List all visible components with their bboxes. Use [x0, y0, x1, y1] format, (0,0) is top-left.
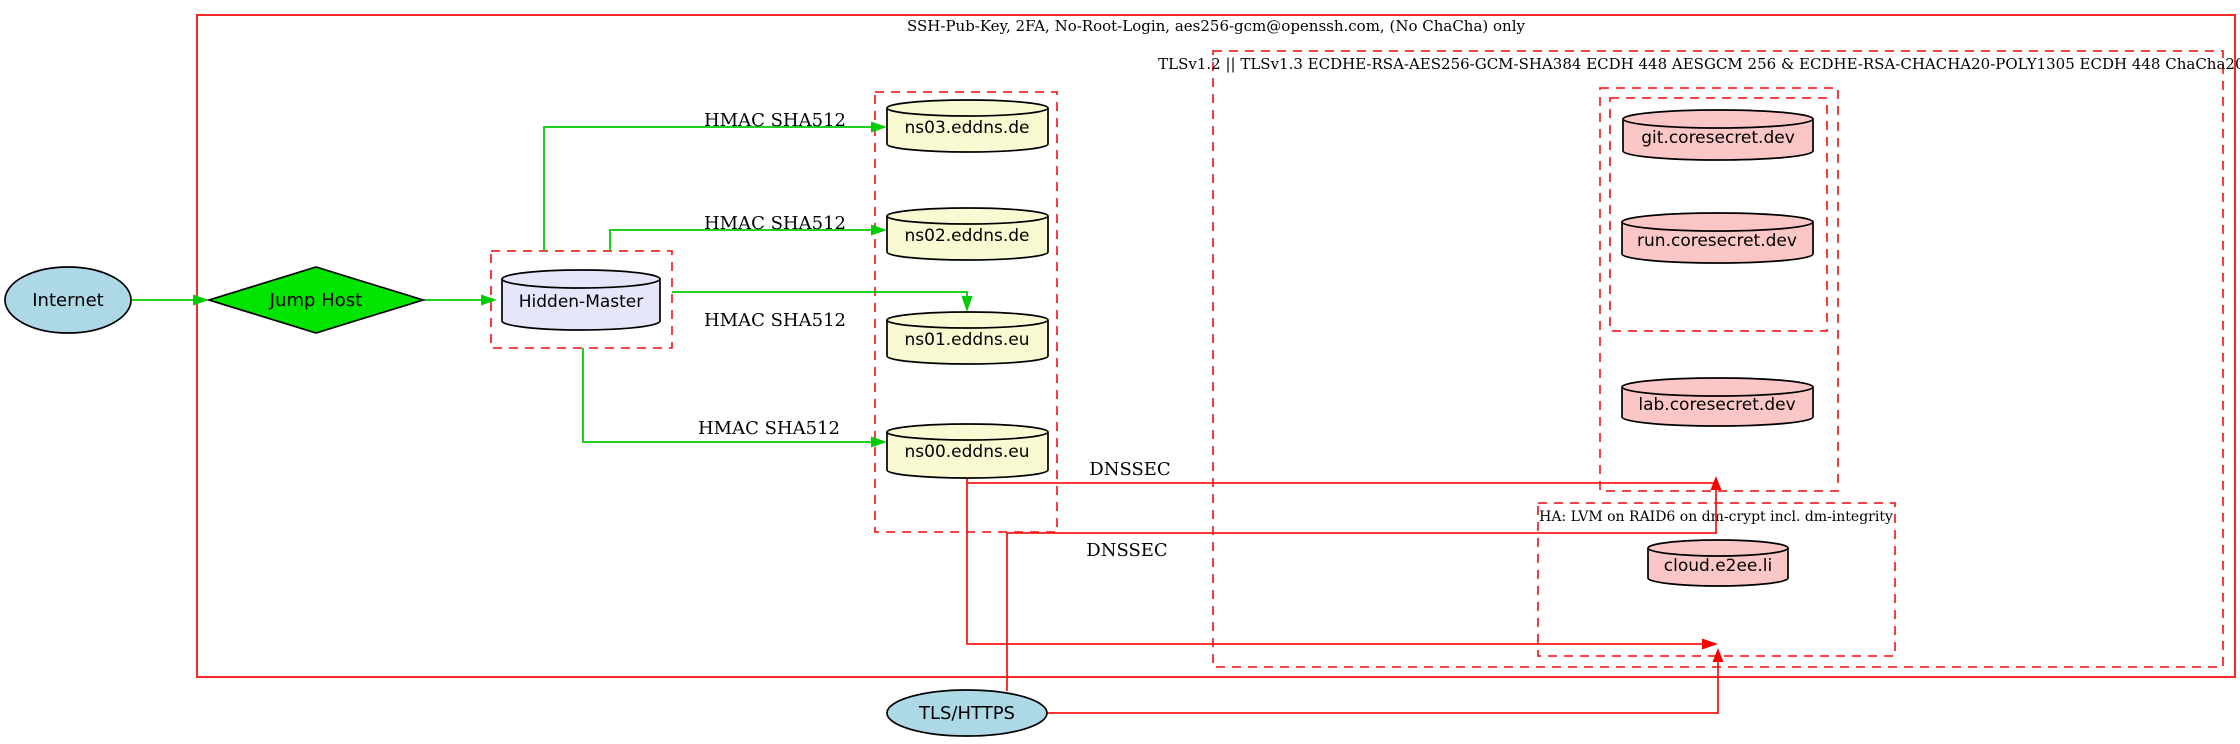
ns02-node-cylinder [886, 207, 1049, 261]
edge-label-dnssec-1: DNSSEC [1089, 459, 1170, 480]
jump-host-node-label: Jump Host [269, 290, 362, 311]
tls-https-node-ellipse [886, 689, 1048, 737]
edge-label-hmac-4: HMAC SHA512 [698, 418, 840, 439]
ns02-node-label: ns02.eddns.de [905, 226, 1030, 246]
git-node-cylinder [1622, 109, 1814, 161]
ns01-cylinder-rim [886, 319, 1049, 329]
hidden-master-node-cylinder [501, 269, 661, 331]
arrowhead-internet-to-jumphost [193, 294, 209, 306]
ssh-cluster-box [196, 14, 2236, 678]
ns02-cylinder-rim [886, 215, 1049, 225]
arrowhead-ns00-to-ha [1702, 638, 1718, 650]
ns03-node-label: ns03.eddns.de [905, 118, 1030, 138]
ns03-node-cylinder [886, 99, 1049, 153]
edge-label-hmac-3: HMAC SHA512 [704, 310, 846, 331]
ssh-cluster-label: SSH-Pub-Key, 2FA, No-Root-Login, aes256-… [907, 17, 1526, 35]
jump-host-node-diamond [206, 266, 426, 334]
hidden-master-cylinder-rim [501, 278, 661, 289]
run-node-cylinder [1621, 212, 1814, 264]
ns00-cylinder-rim [886, 431, 1049, 441]
arrowhead-hiddenmaster-to-ns01 [961, 296, 973, 312]
ns01-node-cylinder [886, 311, 1049, 365]
ns00-node-cylinder [886, 423, 1049, 479]
edge-ns00-to-ha [966, 483, 1702, 645]
internet-node-label: Internet [32, 290, 103, 311]
run-node-label: run.coresecret.dev [1637, 231, 1797, 251]
lab-node-cylinder [1621, 377, 1814, 427]
hidden-master-cluster-box [490, 250, 673, 349]
arrowhead-into-coresecret [1710, 476, 1722, 490]
cloud-node-cylinder [1647, 539, 1789, 587]
edge-hiddenmaster-to-ns02 [609, 229, 871, 251]
git-cylinder-rim [1622, 118, 1814, 129]
edge-label-hmac-1: HMAC SHA512 [704, 110, 846, 131]
ns00-node-label: ns00.eddns.eu [905, 442, 1030, 462]
ns03-cylinder-rim [886, 107, 1049, 117]
arrowhead-hiddenmaster-to-ns02 [871, 224, 887, 236]
edge-label-dnssec-2: DNSSEC [1086, 540, 1167, 561]
edge-tlshttps-to-ha [1047, 662, 1719, 714]
edge-hiddenmaster-to-ns03 [543, 126, 871, 251]
tls-cluster-label: TLSv1.2 || TLSv1.3 ECDHE-RSA-AES256-GCM-… [1158, 55, 2240, 73]
run-cylinder-rim [1621, 221, 1814, 232]
edge-label-hmac-2: HMAC SHA512 [704, 213, 846, 234]
coresecret-outer-cluster-box [1599, 87, 1839, 492]
git-node-label: git.coresecret.dev [1641, 128, 1795, 148]
edge-ns00-to-coresecret [966, 478, 1716, 484]
arrowhead-hiddenmaster-to-ns03 [871, 121, 887, 133]
edge-tlshttps-to-coresecret [1006, 490, 1717, 691]
eddns-cluster-box [874, 91, 1058, 533]
edge-hiddenmaster-to-ns01 [672, 291, 968, 296]
cloud-cylinder-rim [1647, 547, 1789, 557]
hidden-master-node-label: Hidden-Master [519, 292, 644, 312]
lab-node-label: lab.coresecret.dev [1638, 395, 1795, 415]
arrowhead-hiddenmaster-to-ns00 [871, 436, 887, 448]
ns01-node-label: ns01.eddns.eu [905, 330, 1030, 350]
edge-hiddenmaster-to-ns00 [582, 348, 871, 443]
tls-https-node-label: TLS/HTTPS [918, 703, 1015, 724]
lab-cylinder-rim [1621, 386, 1814, 397]
arrowhead-jumphost-to-hiddenmaster [481, 294, 497, 306]
cloud-node-label: cloud.e2ee.li [1664, 556, 1772, 576]
internet-node-ellipse [4, 266, 132, 334]
arrowhead-tlshttps-to-ha [1712, 648, 1724, 662]
